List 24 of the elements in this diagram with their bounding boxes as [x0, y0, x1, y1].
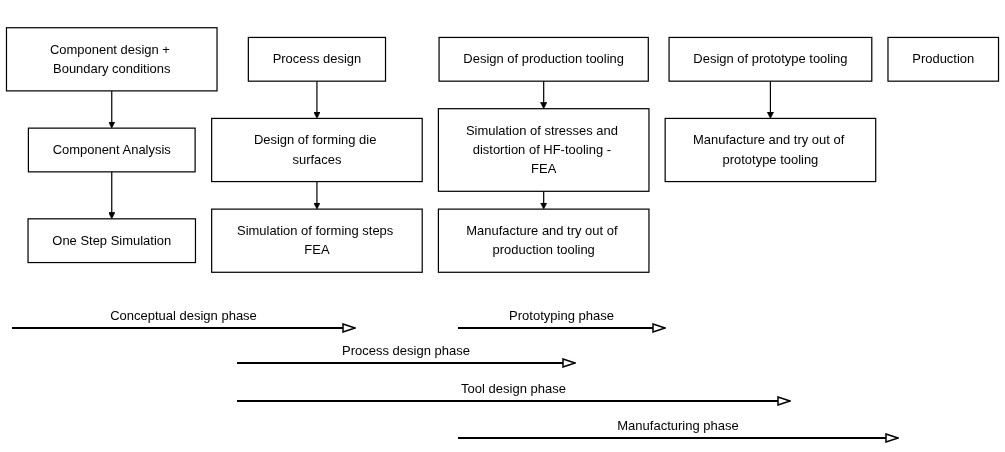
node-box: Simulation of forming steps FEA — [211, 208, 423, 273]
node-box: One Step Simulation — [27, 218, 197, 264]
phase-label: Tool design phase — [461, 381, 566, 396]
node-box: Simulation of stresses and distortion of HF-tooling - FEA — [437, 108, 650, 192]
arrow — [108, 90, 116, 129]
phase-label: Prototyping phase — [509, 308, 614, 323]
phase-label: Process design phase — [342, 343, 470, 358]
node-box: Component Analysis — [27, 127, 196, 173]
node-box: Manufacture and try out of production tooling — [437, 208, 650, 273]
arrow — [540, 190, 548, 210]
node-box: Manufacture and try out of prototype tooling — [664, 117, 877, 183]
phase-label: Manufacturing phase — [617, 418, 739, 433]
node-box: Design of prototype tooling — [668, 36, 873, 82]
node-box: Process design — [247, 36, 387, 82]
arrow — [540, 80, 548, 109]
node-box: Component design + Boundary conditions — [5, 27, 218, 92]
node-box: Design of production tooling — [438, 36, 649, 82]
phase-label: Conceptual design phase — [110, 308, 257, 323]
node-box: Production — [887, 36, 1000, 82]
arrow — [313, 180, 321, 210]
arrow — [313, 80, 321, 119]
node-box: Design of forming die surfaces — [211, 117, 423, 183]
arrow — [766, 80, 774, 119]
arrow — [108, 171, 116, 220]
